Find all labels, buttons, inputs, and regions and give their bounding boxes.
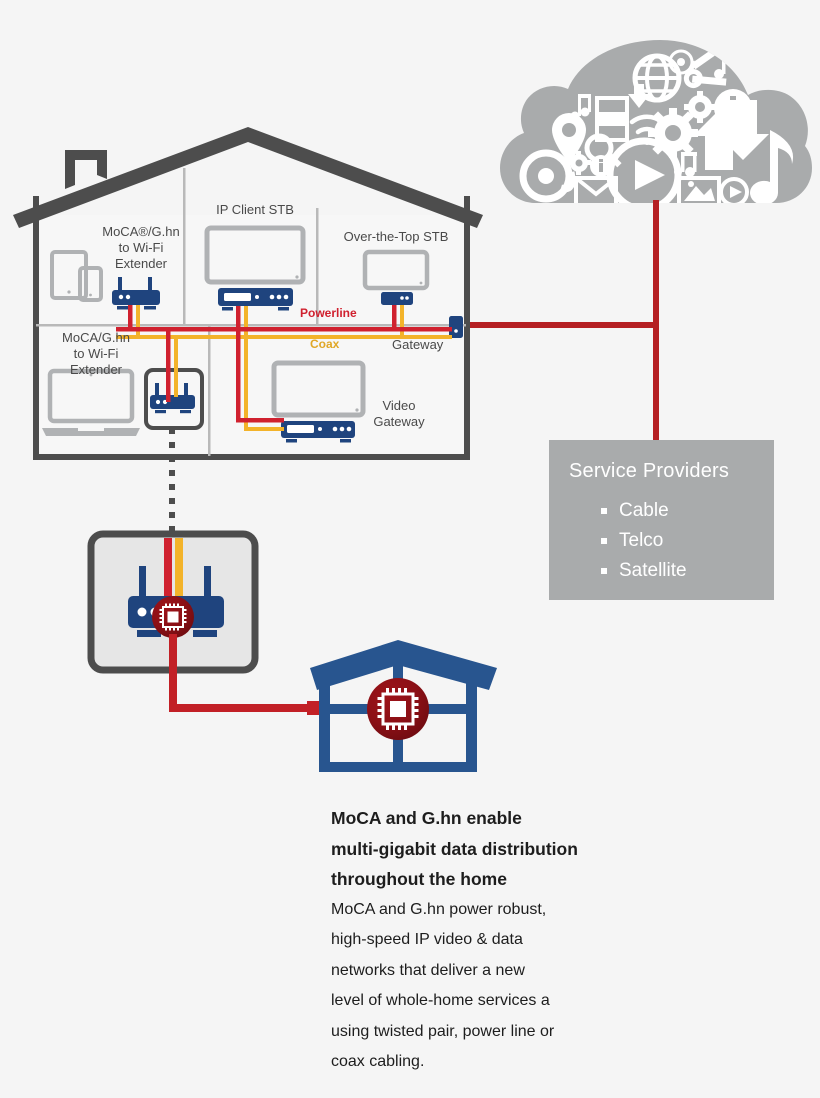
info-small-icon [590, 155, 612, 177]
film-strip-icon [595, 96, 629, 142]
label-over-the-top-stb: Over-the-Top STB [343, 229, 449, 244]
caption-body-line-4: level of whole-home services a [331, 992, 550, 1009]
caption-heading-line-2: multi-gigabit data distribution [331, 838, 578, 859]
label-video-gateway: Video Gateway [373, 398, 425, 429]
tv-screen-top-right [362, 249, 430, 291]
powerline-wiring [116, 305, 452, 423]
list-item: Satellite [601, 556, 687, 586]
smartphone-icon [78, 266, 103, 302]
caption-body-line-3: networks that deliver a new [331, 961, 525, 979]
service-providers-panel: Service Providers Cable Telco Satellite [549, 440, 774, 600]
gear-icon [648, 108, 698, 158]
label-gateway: Gateway [392, 337, 444, 352]
tv-screen-bottom [271, 360, 366, 418]
music-note-large-icon [750, 130, 793, 203]
caption-body-line-6: coax cabling. [331, 1053, 425, 1070]
caption-heading-line-3: throughout the home [331, 869, 507, 889]
label-powerline: Powerline [300, 306, 357, 320]
gateway-device [449, 316, 463, 338]
moca-ghn-chip-icon [367, 678, 429, 740]
download-arrow-large-icon [717, 100, 769, 160]
service-providers-title: Service Providers [569, 460, 730, 482]
label-ip-client-stb: IP Client STB [216, 202, 294, 217]
over-the-top-stb [381, 292, 413, 305]
map-pin-icon [552, 113, 586, 163]
moca-ghn-chip-icon-small [152, 596, 194, 638]
caption-heading-line-1: MoCA and G.hn enable [331, 808, 522, 828]
list-item: Cable [601, 496, 687, 526]
at-sign-large-icon [519, 149, 576, 203]
video-gateway-box [281, 421, 355, 443]
label-moca-ghn-extender-top: MoCA®/G.hn to Wi-Fi Extender [102, 224, 180, 271]
service-provider-red-line [458, 200, 659, 450]
caption-block: MoCA and G.hn enable multi-gigabit data … [331, 803, 661, 1078]
wifi-extender-router-top [112, 277, 160, 310]
label-coax: Coax [310, 337, 340, 351]
coax-wiring [116, 305, 452, 431]
whole-home-icon [310, 640, 497, 772]
gear-small-icon [684, 91, 716, 123]
caption-body-line-5: using twisted pair, power line or [331, 1022, 555, 1040]
service-providers-list: Cable Telco Satellite [601, 496, 687, 586]
gear-tiny-icon [567, 151, 591, 175]
download-arrow-icon [628, 84, 650, 108]
enlarged-router-callout [87, 530, 259, 674]
play-small-icon [719, 177, 749, 203]
caption-body-line-2: high-speed IP video & data [331, 931, 523, 948]
internet-services-cloud [500, 40, 812, 203]
laptop-icon [42, 368, 140, 436]
music-note-small-icon [674, 152, 697, 177]
caption-body-line-1: MoCA and G.hn power robust, [331, 900, 547, 918]
tv-screen-top [204, 225, 306, 285]
label-moca-ghn-extender-bottom: MoCA/G.hn to Wi-Fi Extender [62, 330, 130, 377]
tablet-icon [50, 250, 88, 300]
ip-client-stb [218, 288, 293, 311]
callout-to-home-link [169, 634, 321, 715]
list-item: Telco [601, 526, 687, 556]
